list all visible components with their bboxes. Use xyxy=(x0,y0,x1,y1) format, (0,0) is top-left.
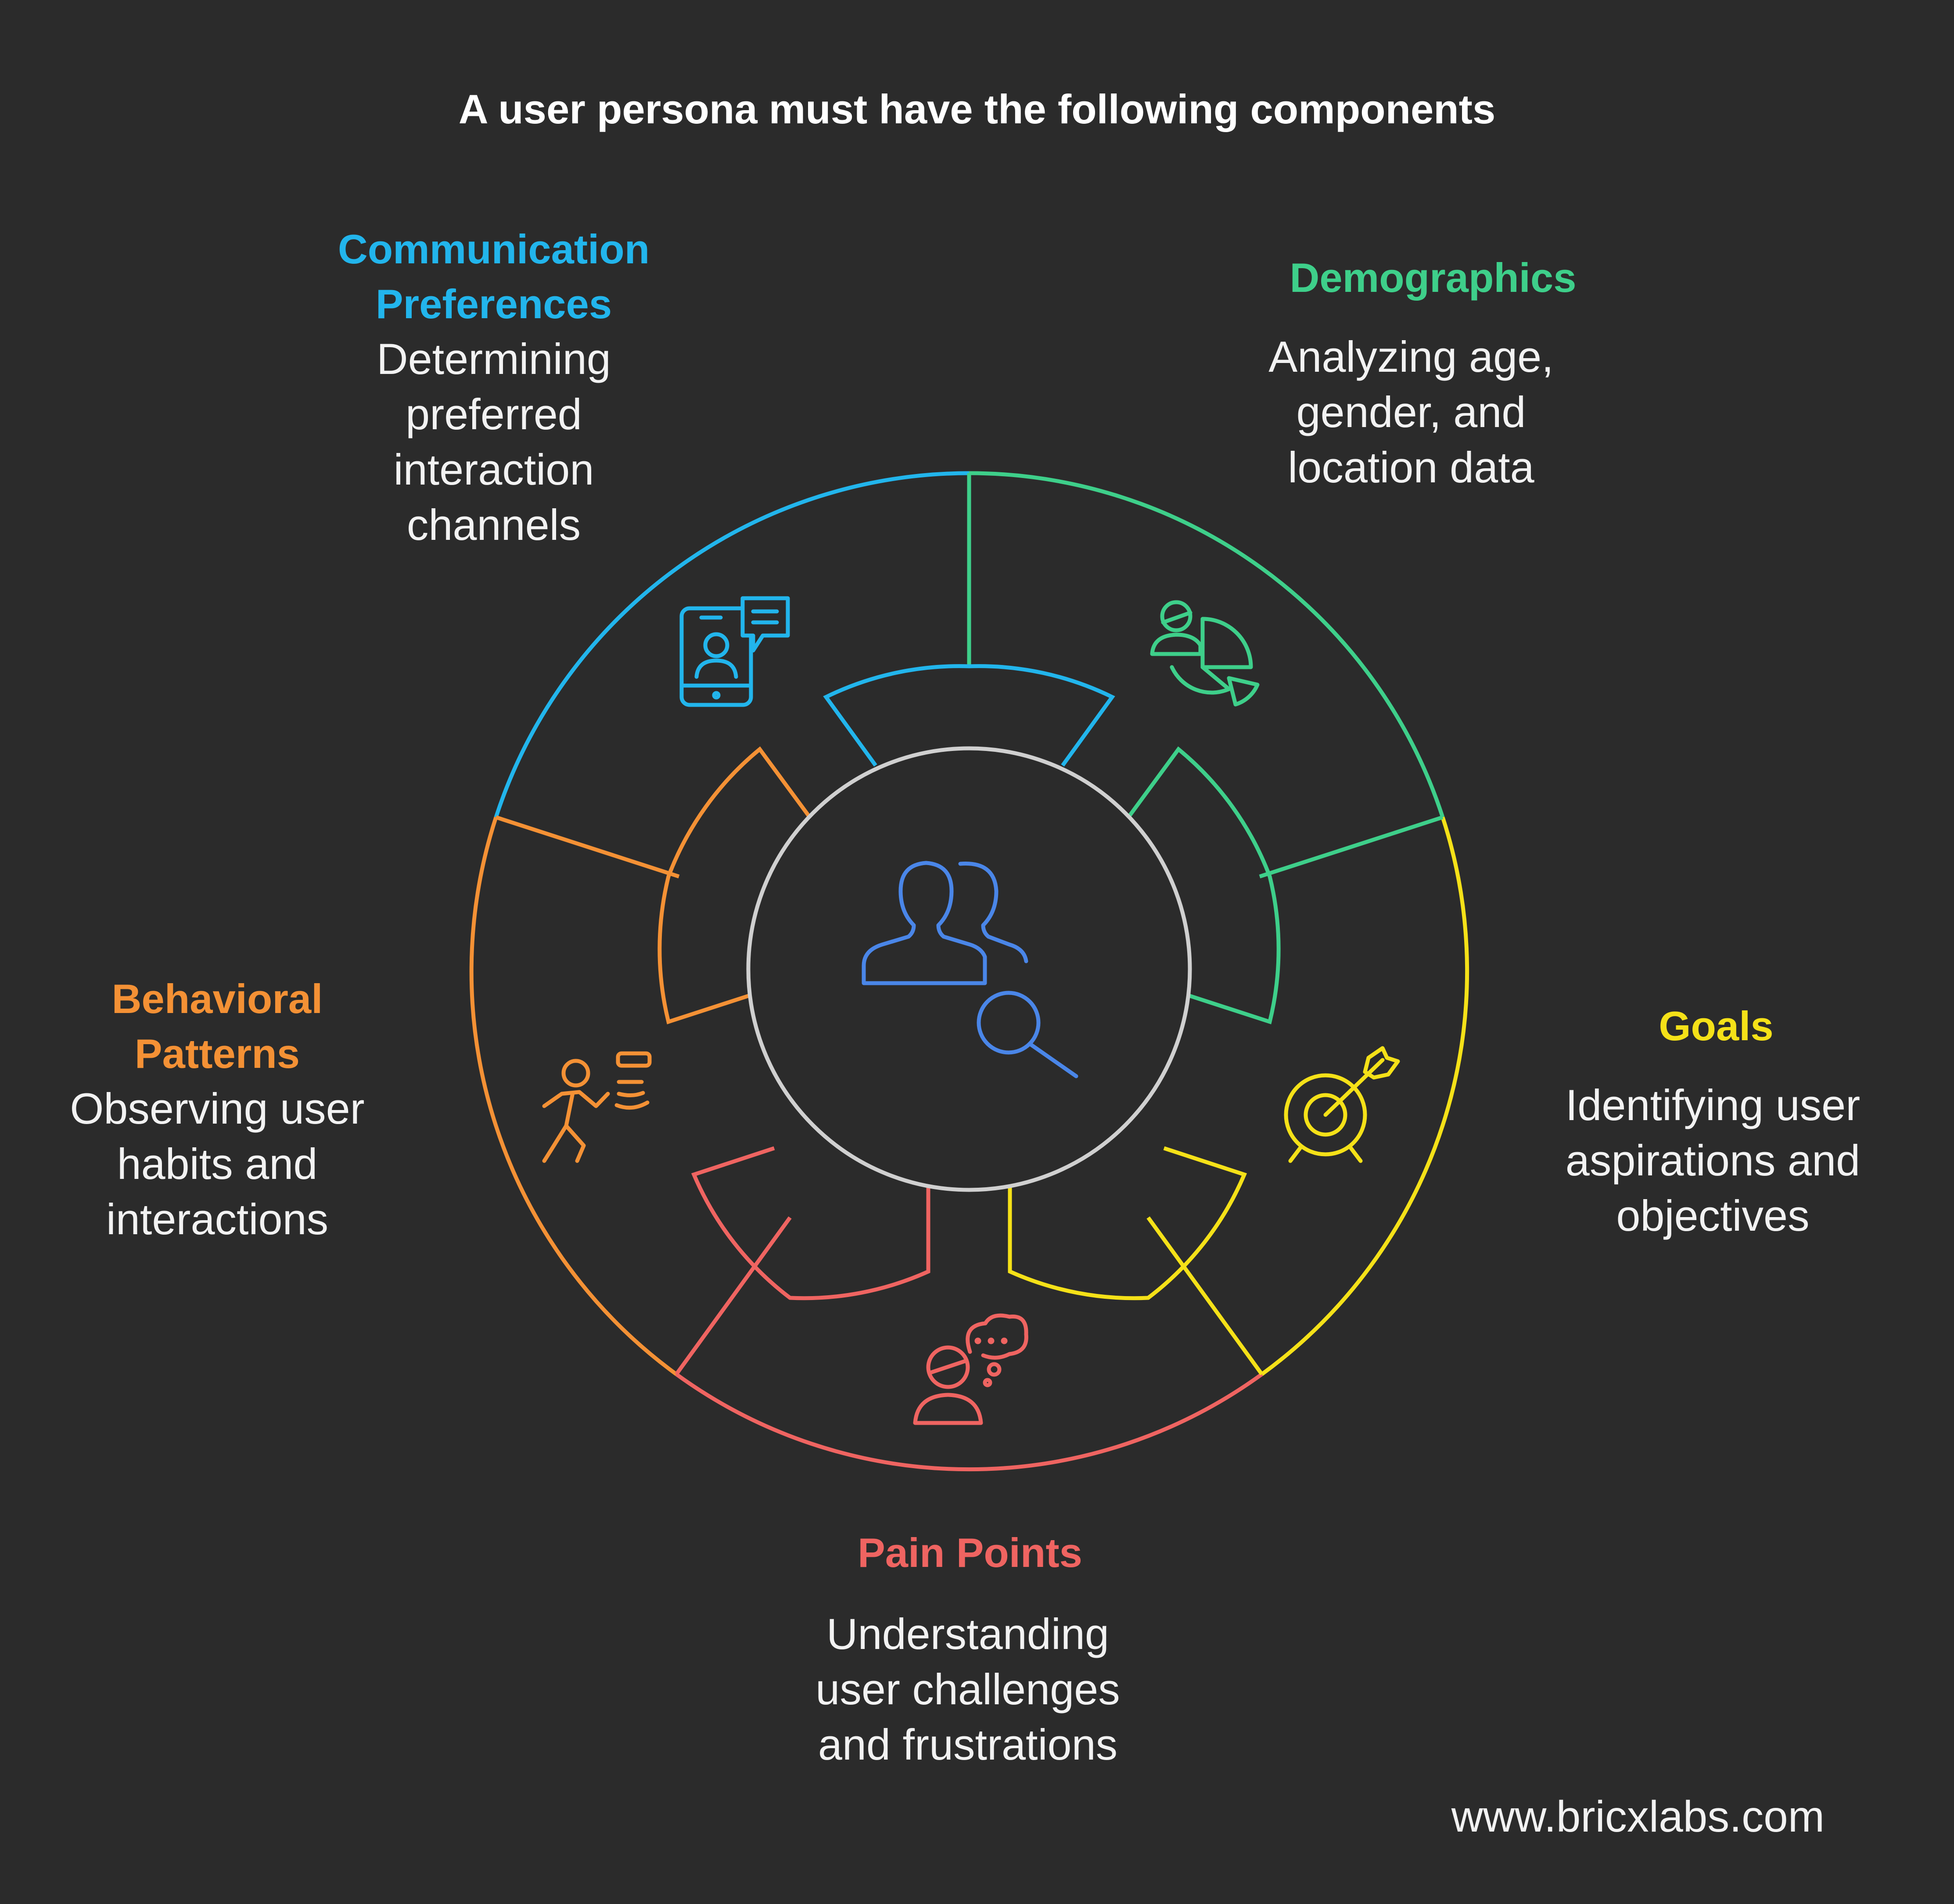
target-arrow-icon xyxy=(1284,1046,1400,1163)
segment-description: Observing user habits and interactions xyxy=(70,1084,365,1243)
outer-arc-goals xyxy=(1261,816,1469,1376)
segment-communication: Communication Preferences Determining pr… xyxy=(312,222,676,553)
spoke-goals-start xyxy=(1259,815,1444,879)
segment-behavioral: Behavioral Patterns Observing user habit… xyxy=(26,971,408,1247)
inner-tab-behavioral xyxy=(657,746,812,1024)
segment-description: Understanding user challenges and frustr… xyxy=(815,1609,1120,1769)
outer-arc-pain-points xyxy=(675,1372,1263,1472)
inner-tab-communication xyxy=(823,664,1115,767)
segment-heading: Communication Preferences xyxy=(338,226,650,327)
person-pie-chart-icon xyxy=(1150,600,1260,707)
running-person-icon xyxy=(542,1051,652,1163)
segment-demographics: Demographics Analyzing age, gender, and … xyxy=(1251,250,1615,495)
frustrated-person-icon xyxy=(913,1313,1028,1425)
outer-arc-demographics xyxy=(969,471,1445,818)
spoke-behavioral-start xyxy=(675,1216,792,1376)
segment-heading: Goals xyxy=(1659,1003,1774,1049)
segment-description: Analyzing age, gender, and location data xyxy=(1268,332,1554,492)
center-circle xyxy=(746,746,1192,1192)
user-search-icon xyxy=(862,861,1078,1078)
segment-heading: Behavioral Patterns xyxy=(111,976,323,1077)
segment-pain-points: Pain Points Understanding user challenge… xyxy=(772,1525,1167,1772)
inner-tab-pain-points xyxy=(691,1146,930,1300)
mobile-chat-icon xyxy=(679,596,790,707)
outer-arc-communication xyxy=(494,471,970,818)
inner-tab-goals xyxy=(1008,1146,1247,1300)
spoke-communication-start xyxy=(495,815,680,879)
segment-heading: Pain Points xyxy=(858,1530,1082,1576)
inner-tab-demographics xyxy=(1127,746,1281,1024)
segment-description: Identifying user aspirations and objecti… xyxy=(1565,1081,1861,1240)
spoke-pain-start xyxy=(1146,1216,1264,1376)
outer-arc-behavioral xyxy=(469,816,678,1376)
diagram-title: A user persona must have the following c… xyxy=(458,86,1496,132)
segment-goals: Goals Identifying user aspirations and o… xyxy=(1519,999,1914,1243)
footer-website: www.bricxlabs.com xyxy=(1451,1792,1825,1841)
segment-heading: Demographics xyxy=(1289,255,1577,301)
segment-description: Determining preferred interaction channe… xyxy=(377,334,611,549)
